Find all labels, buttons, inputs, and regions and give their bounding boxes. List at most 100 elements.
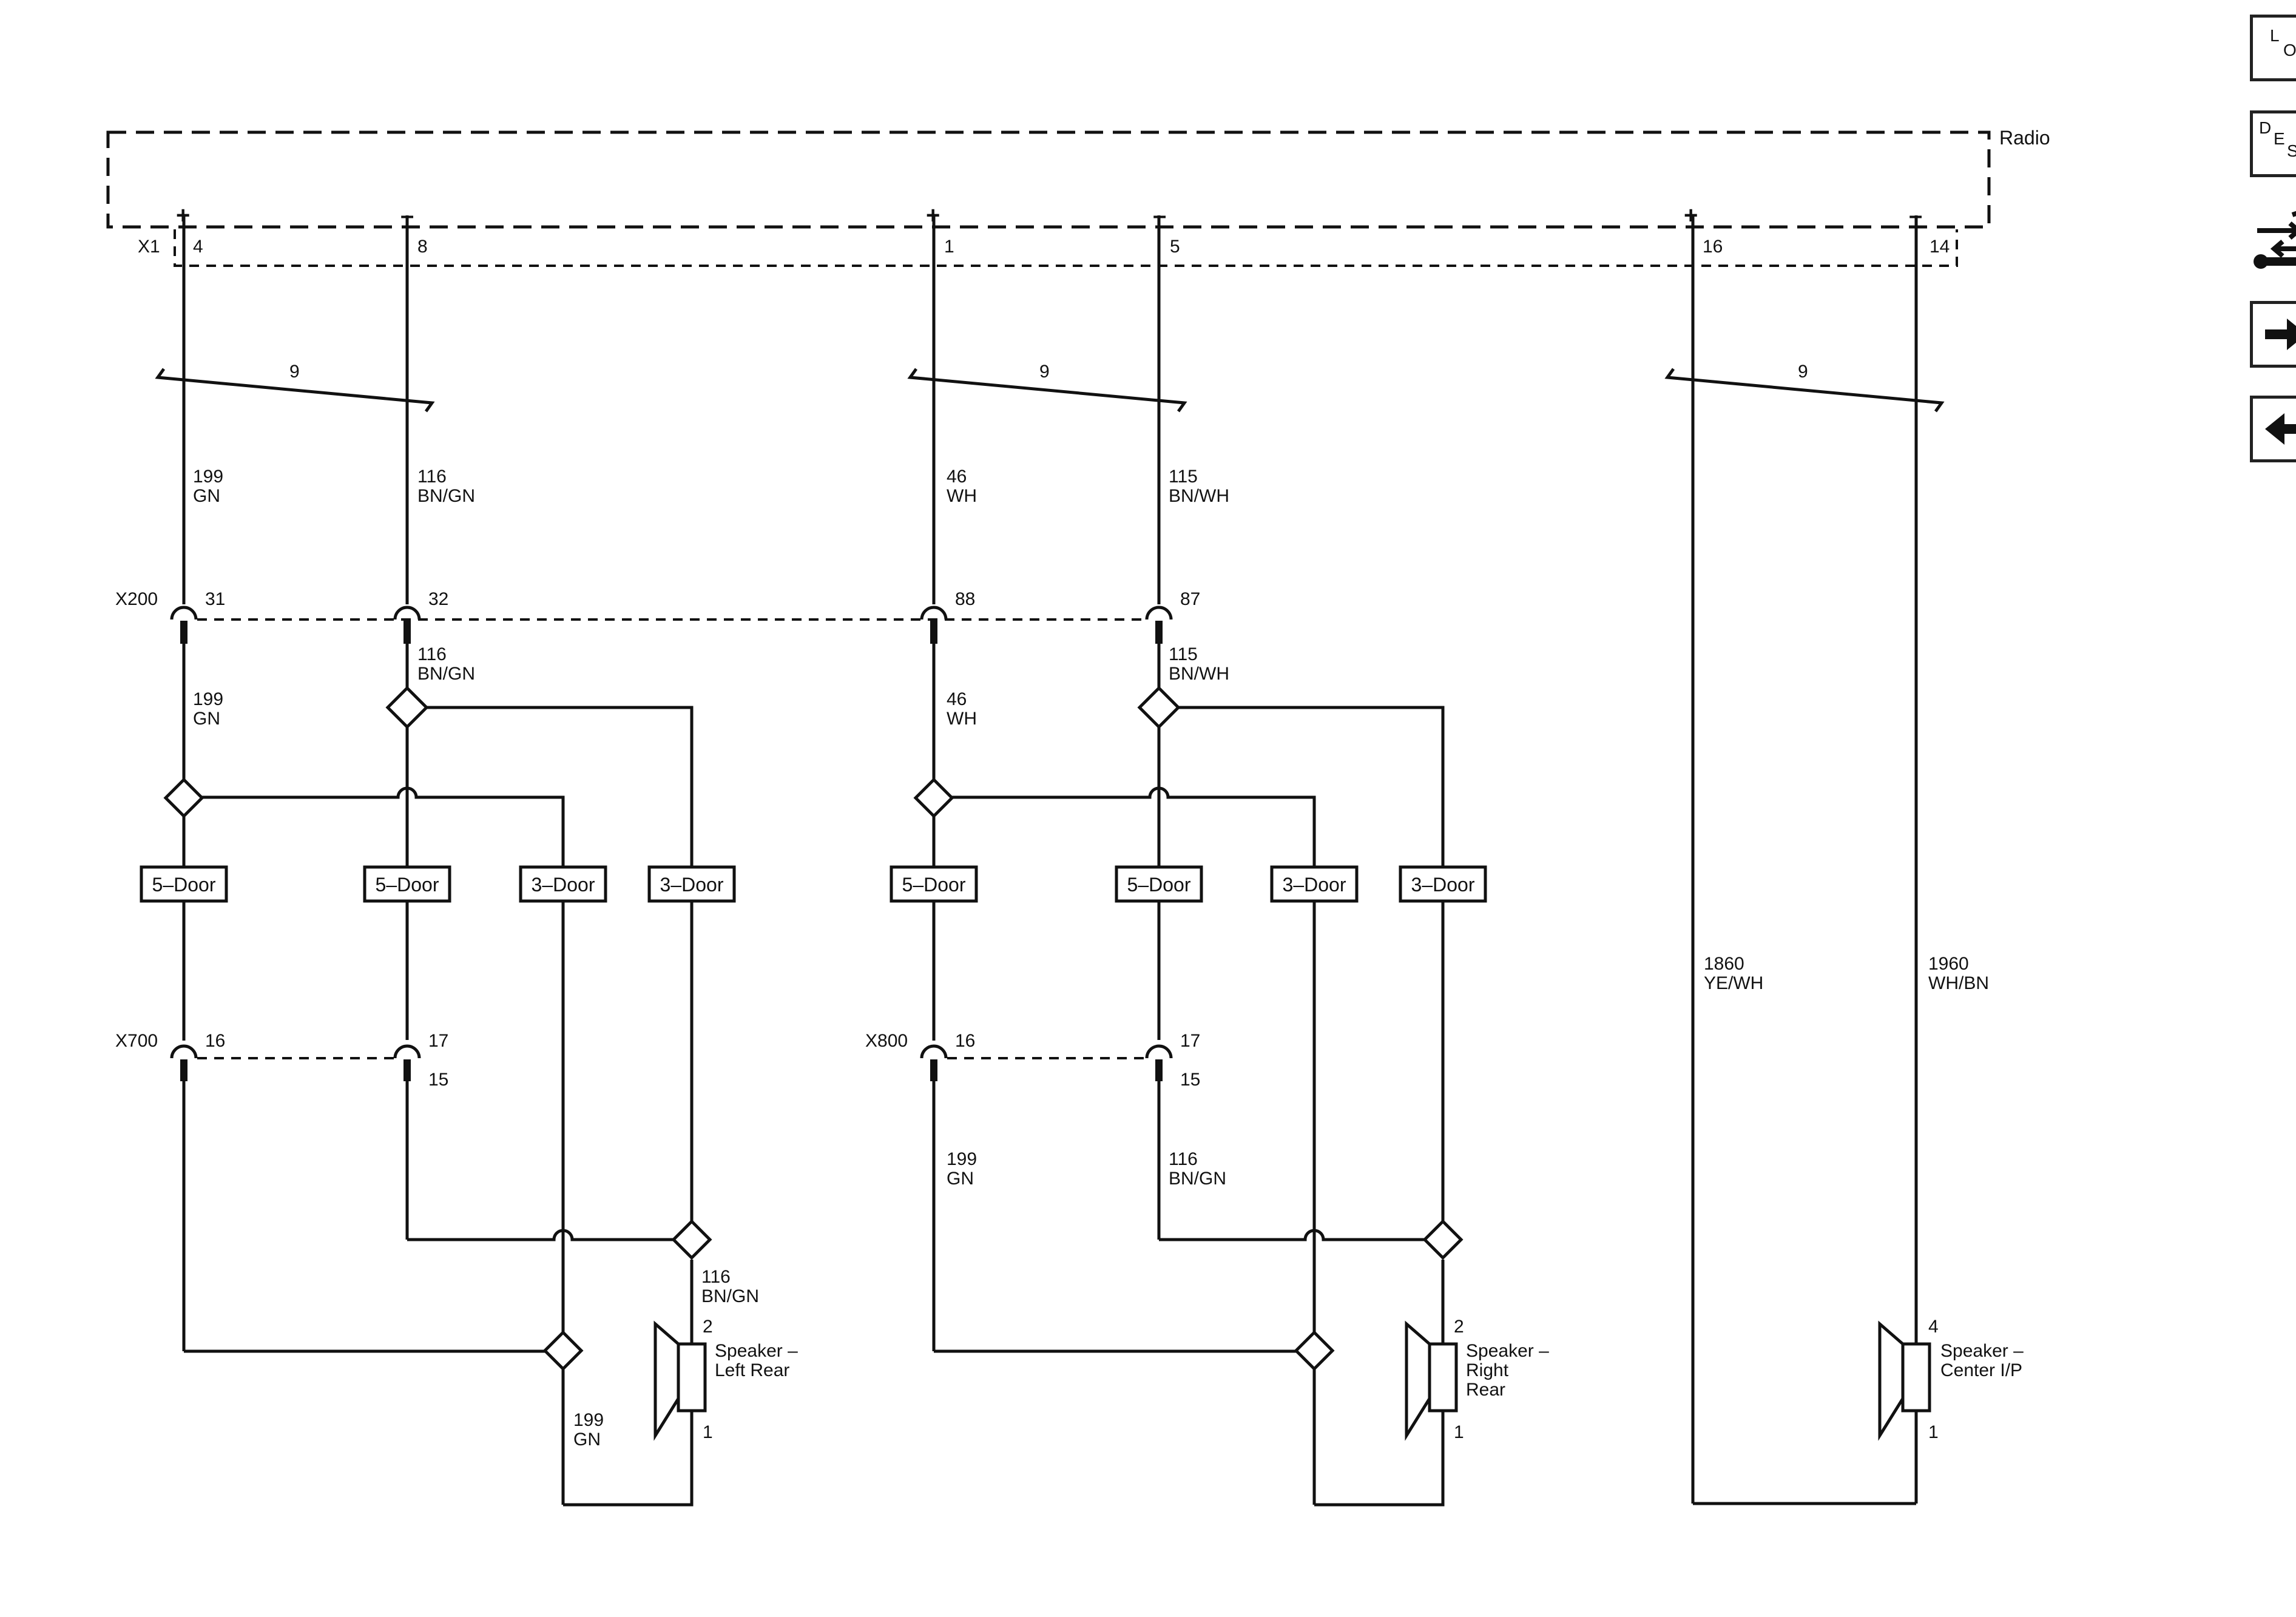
speaker-pin: 1 bbox=[703, 1422, 713, 1442]
x700-connector: X700 16 17 15 bbox=[115, 1031, 448, 1090]
speaker-name: Speaker – bbox=[1940, 1341, 2024, 1361]
pin-number: 1 bbox=[944, 237, 954, 257]
speaker-pin: 1 bbox=[1454, 1422, 1464, 1442]
loc-letter: O bbox=[2283, 41, 2296, 59]
pin-number: 8 bbox=[417, 237, 428, 257]
wire-circuit: 199 bbox=[193, 689, 223, 709]
speaker-name: Right bbox=[1466, 1360, 1509, 1380]
left-network bbox=[163, 644, 712, 1507]
x1-label: X1 bbox=[138, 237, 160, 257]
arrow-right-icon[interactable] bbox=[2250, 301, 2296, 368]
pin-number: 5 bbox=[1170, 237, 1180, 257]
wire-circuit: 46 bbox=[947, 689, 967, 709]
speaker-pin: 2 bbox=[703, 1317, 713, 1337]
wrench-arrows-icon[interactable] bbox=[2250, 206, 2296, 273]
speaker-name: Speaker – bbox=[1466, 1341, 1549, 1361]
loc-button[interactable]: L O C bbox=[2250, 15, 2296, 81]
wire-circuit: 115 bbox=[1169, 644, 1198, 664]
speaker-name: Center I/P bbox=[1940, 1360, 2022, 1380]
wire-circuit: 199 bbox=[573, 1410, 604, 1430]
plus-mark: + bbox=[1684, 202, 1698, 229]
speaker-name: Left Rear bbox=[715, 1360, 789, 1380]
speaker-name: Speaker – bbox=[715, 1341, 798, 1361]
radio-component: Radio X1 bbox=[106, 127, 2050, 267]
wire-labels-lower: 116 BN/GN 199 GN 46 WH 115 BN/WH 199 GN … bbox=[193, 644, 1229, 1450]
x200-label: X200 bbox=[115, 589, 158, 609]
radio-to-x200-wires bbox=[182, 215, 1918, 1505]
wire-circuit: 199 bbox=[193, 467, 223, 487]
wire-color: WH bbox=[947, 709, 977, 729]
option-five-door: 5–Door bbox=[376, 874, 439, 896]
wire-color: GN bbox=[947, 1169, 974, 1189]
wire-color: BN/WH bbox=[1169, 486, 1229, 506]
polarity-marks: + – + – + – bbox=[176, 202, 1922, 229]
wire-circuit: 116 bbox=[417, 467, 447, 487]
pin-number: 16 bbox=[1703, 237, 1723, 257]
twisted-pair-markers: 9 9 9 bbox=[155, 362, 1945, 413]
speaker-center-ip: 4 1 Speaker – Center I/P bbox=[1878, 1317, 2024, 1442]
option-boxes: 5–Door 5–Door 3–Door 3–Door 5–Door 5–Doo… bbox=[140, 865, 1487, 903]
speaker-left-rear: 2 1 Speaker – Left Rear bbox=[653, 1317, 798, 1442]
desc-button[interactable]: D E S C bbox=[2250, 110, 2296, 177]
speaker-pin: 2 bbox=[1454, 1317, 1464, 1337]
arrow-left-icon[interactable] bbox=[2250, 396, 2296, 462]
x800-connector: X800 16 17 15 bbox=[865, 1031, 1200, 1090]
wire-circuit: 199 bbox=[947, 1149, 977, 1169]
x700-label: X700 bbox=[115, 1031, 158, 1051]
twist-label: 9 bbox=[1798, 362, 1808, 382]
desc-letter: E bbox=[2274, 129, 2285, 148]
wire-color: WH bbox=[947, 486, 977, 506]
pin-number: 4 bbox=[193, 237, 203, 257]
wire-circuit: 115 bbox=[1169, 467, 1198, 487]
pin-number: 17 bbox=[428, 1031, 448, 1051]
x1-pin-numbers: 4 8 1 5 16 14 bbox=[193, 237, 1950, 257]
wire-circuit: 46 bbox=[947, 467, 967, 487]
speaker-pin: 4 bbox=[1928, 1317, 1939, 1337]
speaker-right-rear: 2 1 Speaker – Right Rear bbox=[1405, 1317, 1549, 1442]
wire-color: GN bbox=[193, 486, 220, 506]
pin-number: 87 bbox=[1180, 589, 1200, 609]
option-three-door: 3–Door bbox=[1411, 874, 1475, 896]
wire-color: BN/GN bbox=[417, 664, 475, 684]
radio-label: Radio bbox=[1999, 127, 2050, 149]
loc-letter: L bbox=[2270, 26, 2280, 45]
wire-color: WH/BN bbox=[1928, 973, 1989, 993]
wire-labels-upper: 199 GN 116 BN/GN 46 WH 115 BN/WH 1860 YE… bbox=[193, 467, 1989, 993]
twist-label: 9 bbox=[1039, 362, 1050, 382]
pin-number: 31 bbox=[205, 589, 225, 609]
wire-color: BN/GN bbox=[1169, 1169, 1226, 1189]
wire-circuit: 1860 bbox=[1704, 954, 1744, 974]
x200-connector: X200 31 32 88 87 bbox=[115, 589, 1200, 644]
option-three-door: 3–Door bbox=[660, 874, 724, 896]
pin-number: 88 bbox=[955, 589, 975, 609]
pin-number: 16 bbox=[955, 1031, 975, 1051]
pin-number: 15 bbox=[428, 1070, 448, 1090]
wire-color: GN bbox=[573, 1430, 601, 1450]
speaker-name: Rear bbox=[1466, 1380, 1505, 1400]
twist-label: 9 bbox=[289, 362, 300, 382]
wire-color: BN/WH bbox=[1169, 664, 1229, 684]
speaker-pin: 1 bbox=[1928, 1422, 1939, 1442]
pin-number: 15 bbox=[1180, 1070, 1200, 1090]
pin-number: 17 bbox=[1180, 1031, 1200, 1051]
wire-circuit: 116 bbox=[1169, 1149, 1198, 1169]
option-three-door: 3–Door bbox=[1283, 874, 1346, 896]
wire-color: GN bbox=[193, 709, 220, 729]
wire-color: YE/WH bbox=[1704, 973, 1763, 993]
wire-color: BN/GN bbox=[701, 1286, 759, 1306]
wire-circuit: 116 bbox=[701, 1267, 731, 1287]
wire-circuit: 1960 bbox=[1928, 954, 1969, 974]
wire-color: BN/GN bbox=[417, 486, 475, 506]
desc-letter: S bbox=[2287, 141, 2296, 160]
desc-letter: D bbox=[2259, 118, 2272, 137]
x800-label: X800 bbox=[865, 1031, 908, 1051]
option-five-door: 5–Door bbox=[1127, 874, 1191, 896]
option-five-door: 5–Door bbox=[152, 874, 216, 896]
option-three-door: 3–Door bbox=[532, 874, 595, 896]
pin-number: 32 bbox=[428, 589, 448, 609]
pin-number: 14 bbox=[1930, 237, 1950, 257]
pin-number: 16 bbox=[205, 1031, 225, 1051]
option-five-door: 5–Door bbox=[902, 874, 966, 896]
wire-circuit: 116 bbox=[417, 644, 447, 664]
